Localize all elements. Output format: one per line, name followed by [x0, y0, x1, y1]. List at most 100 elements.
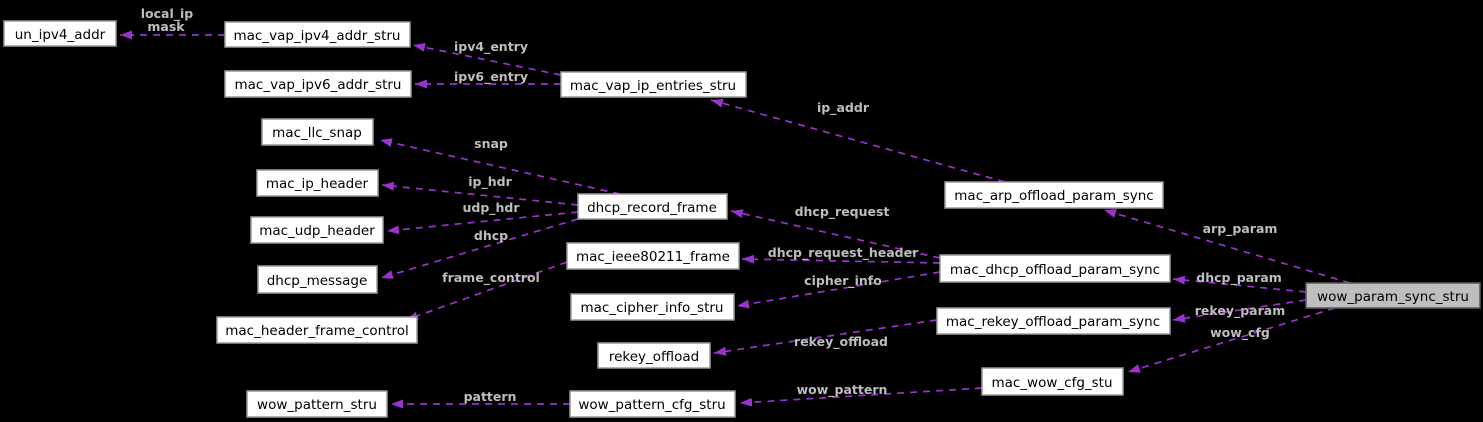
node-mac_vap_ipv6_addr_stru[interactable]: mac_vap_ipv6_addr_stru	[224, 70, 412, 98]
node-wow_pattern_stru[interactable]: wow_pattern_stru	[246, 390, 388, 418]
node-mac_vap_ipv4_addr_stru-label: mac_vap_ipv4_addr_stru	[234, 28, 401, 44]
edge-snap-line	[379, 138, 621, 195]
node-mac_arp_offload_param_sync-box[interactable]	[944, 181, 1164, 209]
node-mac_udp_header[interactable]: mac_udp_header	[250, 216, 384, 244]
node-mac_ieee80211_frame[interactable]: mac_ieee80211_frame	[566, 242, 740, 270]
node-dhcp_record_frame[interactable]: dhcp_record_frame	[577, 193, 728, 220]
edge-rekey_offload-line	[713, 319, 938, 356]
node-mac_wow_cfg_stu[interactable]: mac_wow_cfg_stu	[981, 367, 1124, 396]
edge-dhcp_request-label: dhcp_request	[795, 204, 890, 220]
node-mac_vap_ipv4_addr_stru-box[interactable]	[224, 21, 411, 48]
node-wow_pattern_stru-label: wow_pattern_stru	[257, 397, 377, 413]
node-mac_ip_header-box[interactable]	[256, 169, 379, 197]
node-rekey_offload[interactable]: rekey_offload	[597, 342, 711, 369]
edge-dhcp_param: dhcp_param	[1172, 270, 1307, 293]
edge-rekey_offload: rekey_offload	[713, 319, 938, 356]
node-mac_vap_ip_entries_stru-box[interactable]	[560, 71, 747, 98]
node-mac_rekey_offload_param_sync-label: mac_rekey_offload_param_sync	[946, 314, 1160, 330]
edge-rekey_param-label: rekey_param	[1195, 303, 1286, 319]
edge-arp_param-label: arp_param	[1203, 221, 1278, 237]
edge-arp_param-line	[1103, 209, 1351, 284]
node-dhcp_record_frame-label: dhcp_record_frame	[587, 200, 717, 216]
edge-ipv4_entry-label: ipv4_entry	[454, 39, 528, 55]
edge-dhcp-line	[380, 218, 579, 279]
node-mac_ip_header[interactable]: mac_ip_header	[256, 169, 379, 197]
edge-snap-label: snap	[474, 136, 508, 151]
edge-udp_hdr: udp_hdr	[386, 200, 579, 235]
node-un_ipv4_addr-box[interactable]	[3, 20, 117, 47]
edge-frame_control-line	[405, 261, 568, 321]
edge-dhcp_request_header: dhcp_request_header	[741, 245, 941, 264]
edge-pattern: pattern	[391, 389, 570, 409]
node-mac_llc_snap-box[interactable]	[261, 118, 374, 146]
node-mac_cipher_info_stru-box[interactable]	[570, 293, 735, 321]
node-mac_wow_cfg_stu-box[interactable]	[981, 367, 1124, 396]
edge-arp_param: arp_param	[1103, 209, 1351, 284]
node-mac_cipher_info_stru-label: mac_cipher_info_stru	[580, 300, 723, 316]
node-mac_dhcp_offload_param_sync-box[interactable]	[939, 254, 1171, 283]
edge-ipv6_entry-label: ipv6_entry	[454, 69, 528, 85]
edge-dhcp_param-line	[1172, 275, 1307, 293]
edge-local_ip-label-line2: mask	[147, 19, 185, 34]
node-mac_ip_header-label: mac_ip_header	[266, 176, 369, 192]
node-wow_param_sync_stru-box[interactable]	[1305, 282, 1481, 309]
node-rekey_offload-label: rekey_offload	[609, 349, 699, 365]
edge-wow_cfg-label: wow_cfg	[1210, 325, 1270, 341]
edge-rekey_offload-label: rekey_offload	[794, 334, 888, 350]
node-mac_ieee80211_frame-label: mac_ieee80211_frame	[576, 249, 730, 265]
node-dhcp_message-box[interactable]	[257, 265, 378, 294]
node-mac_cipher_info_stru[interactable]: mac_cipher_info_stru	[570, 293, 735, 321]
node-mac_llc_snap-label: mac_llc_snap	[272, 125, 362, 141]
node-wow_pattern_cfg_stru[interactable]: wow_pattern_cfg_stru	[569, 390, 736, 418]
node-rekey_offload-box[interactable]	[597, 342, 711, 369]
edge-cipher_info: cipher_info	[736, 271, 941, 309]
edge-wow_cfg: wow_cfg	[1127, 307, 1336, 373]
node-wow_param_sync_stru[interactable]: wow_param_sync_stru	[1305, 282, 1481, 309]
node-mac_rekey_offload_param_sync[interactable]: mac_rekey_offload_param_sync	[936, 307, 1171, 335]
node-mac_vap_ipv4_addr_stru[interactable]: mac_vap_ipv4_addr_stru	[224, 21, 411, 48]
edge-ip_hdr-line	[381, 181, 579, 206]
node-wow_pattern_stru-box[interactable]	[246, 390, 388, 418]
node-mac_vap_ipv6_addr_stru-box[interactable]	[224, 70, 412, 98]
edge-udp_hdr-line	[386, 211, 579, 235]
edge-local_ip-label-line1: local_ip	[141, 6, 194, 22]
edge-ipv4_entry: ipv4_entry	[412, 39, 562, 76]
node-mac_dhcp_offload_param_sync[interactable]: mac_dhcp_offload_param_sync	[939, 254, 1171, 283]
node-mac_header_frame_control-label: mac_header_frame_control	[225, 323, 408, 339]
node-mac_arp_offload_param_sync[interactable]: mac_arp_offload_param_sync	[944, 181, 1164, 209]
edge-ip_addr: ip_addr	[710, 98, 1006, 183]
node-mac_vap_ipv6_addr_stru-label: mac_vap_ipv6_addr_stru	[235, 77, 402, 93]
edge-rekey_param-line	[1172, 299, 1307, 323]
node-wow_pattern_cfg_stru-box[interactable]	[569, 390, 736, 418]
edge-cipher_info-line	[736, 271, 941, 309]
edge-snap: snap	[379, 136, 621, 195]
node-dhcp_message-label: dhcp_message	[267, 273, 368, 289]
edge-dhcp-label: dhcp	[474, 228, 508, 243]
node-mac_rekey_offload_param_sync-box[interactable]	[936, 307, 1171, 335]
node-mac_udp_header-label: mac_udp_header	[259, 223, 375, 239]
node-mac_ieee80211_frame-box[interactable]	[566, 242, 740, 270]
node-un_ipv4_addr-label: un_ipv4_addr	[15, 27, 106, 43]
edge-ip_hdr-label: ip_hdr	[468, 174, 512, 190]
node-mac_udp_header-box[interactable]	[250, 216, 384, 244]
node-mac_header_frame_control[interactable]: mac_header_frame_control	[216, 316, 418, 344]
node-dhcp_message[interactable]: dhcp_message	[257, 265, 378, 294]
edge-dhcp_request-line	[730, 209, 941, 259]
edge-wow_pattern-label: wow_pattern	[797, 382, 888, 398]
edge-ip_addr-label: ip_addr	[817, 100, 870, 116]
edge-cipher_info-label: cipher_info	[804, 273, 882, 289]
edge-udp_hdr-label: udp_hdr	[462, 200, 520, 216]
edge-ipv6_entry: ipv6_entry	[415, 69, 561, 89]
edge-ip_hdr: ip_hdr	[381, 174, 579, 206]
node-mac_header_frame_control-box[interactable]	[216, 316, 418, 344]
node-dhcp_record_frame-box[interactable]	[577, 193, 728, 220]
node-mac_wow_cfg_stu-label: mac_wow_cfg_stu	[991, 375, 1112, 391]
node-mac_arp_offload_param_sync-label: mac_arp_offload_param_sync	[954, 188, 1153, 204]
node-un_ipv4_addr[interactable]: un_ipv4_addr	[3, 20, 117, 47]
edge-frame_control-label: frame_control	[442, 270, 540, 286]
edge-wow_pattern-line	[739, 387, 983, 407]
node-mac_vap_ip_entries_stru[interactable]: mac_vap_ip_entries_stru	[560, 71, 747, 98]
node-mac_llc_snap[interactable]: mac_llc_snap	[261, 118, 374, 146]
node-wow_param_sync_stru-label: wow_param_sync_stru	[1317, 289, 1469, 305]
node-mac_dhcp_offload_param_sync-label: mac_dhcp_offload_param_sync	[950, 262, 1160, 278]
